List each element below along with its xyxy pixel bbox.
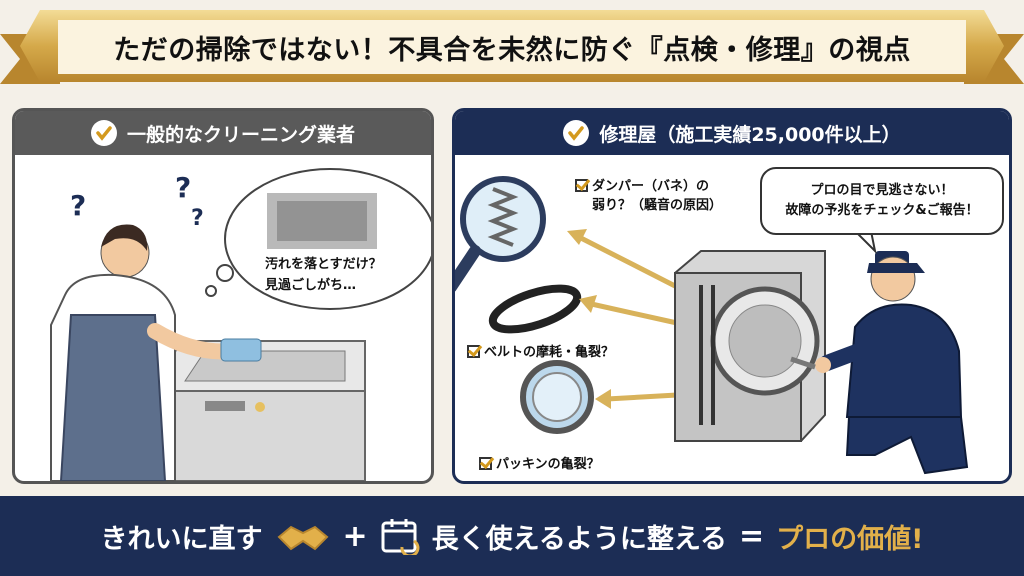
bottom-part1: きれいに直す: [100, 523, 263, 555]
speech-line-2: 故障の予兆をチェック&ご報告！: [785, 203, 979, 218]
question-mark: ?: [175, 171, 191, 204]
panel-title: 一般的なクリーニング業者: [126, 123, 355, 146]
equals-sign: =: [739, 518, 765, 554]
check-icon: [90, 120, 117, 146]
magnifier-icon: [455, 176, 546, 292]
speech-line-1: プロの目で見逃さない！: [810, 183, 954, 198]
panel-header: 一般的なクリーニング業者: [15, 111, 431, 155]
belt-label: ベルトの摩耗・亀裂？: [484, 345, 615, 360]
gasket-label: パッキンの亀裂？: [496, 457, 600, 472]
cleaner-illustration: ? ? ?: [50, 168, 431, 481]
checkbox-icon: [479, 457, 492, 470]
general-cleaner-panel: 一般的なクリーニング業者 ? ? ?: [12, 108, 434, 484]
title-banner: ただの掃除ではない！不具合を未然に防ぐ『点検・修理』の視点: [0, 6, 1024, 90]
cleaner-person: [50, 224, 262, 481]
question-mark: ?: [70, 189, 86, 222]
check-icon: [563, 120, 590, 146]
damper-line-1: ダンパー（バネ）の: [592, 179, 710, 194]
thought-line-2: 見過ごしがち…: [265, 278, 357, 293]
thought-line-1: 汚れを落とすだけ？: [265, 257, 382, 272]
check-damper: ダンパー（バネ）の 弱り？（騒音の原因）: [575, 177, 722, 215]
technician-person: [790, 251, 969, 475]
banner-title: ただの掃除ではない！不具合を未然に防ぐ『点検・修理』の視点: [113, 34, 911, 66]
repair-illustration: [455, 176, 969, 475]
damper-line-2: 弱り？（騒音の原因）: [592, 198, 723, 213]
bottom-bar: きれいに直す + 長く使えるように整える = プロの価値!: [0, 496, 1024, 576]
calendar-icon: [381, 519, 420, 555]
banner-ribbon: [0, 10, 1024, 84]
speech-bubble: プロの目で見逃さない！ 故障の予兆をチェック&ご報告！: [760, 167, 1004, 235]
check-belt: ベルトの摩耗・亀裂？: [467, 343, 614, 362]
drum-washer: [674, 250, 826, 442]
panel-header: 修理屋（施工実績25,000件以上）: [455, 111, 1009, 155]
top-load-washer: [142, 340, 366, 481]
bottom-part2: 長く使えるように整える: [431, 523, 728, 555]
belt-icon: [488, 284, 582, 334]
checkbox-icon: [467, 345, 480, 358]
check-gasket: パッキンの亀裂？: [479, 455, 600, 474]
wrench-icon: [790, 356, 816, 370]
gasket-icon: [520, 360, 594, 434]
handshake-icon: [277, 525, 328, 551]
checkbox-icon: [575, 179, 588, 192]
cleaning-cloth: [220, 338, 262, 362]
bottom-result: プロの価値!: [776, 523, 924, 555]
question-mark: ?: [191, 206, 204, 231]
repair-shop-panel: 修理屋（施工実績25,000件以上）: [452, 108, 1012, 484]
panel-title: 修理屋（施工実績25,000件以上）: [599, 123, 901, 146]
plus-sign: +: [342, 518, 368, 554]
